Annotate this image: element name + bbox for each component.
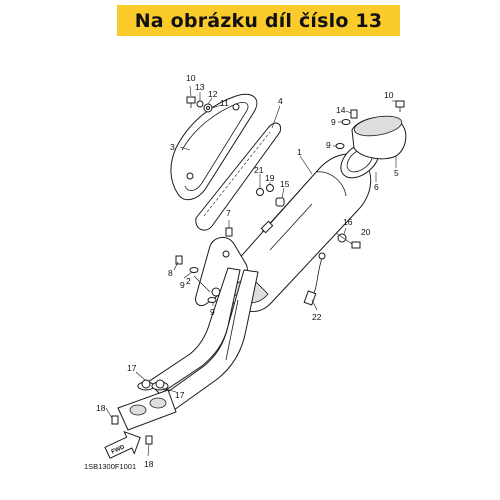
label-1: 1: [297, 147, 302, 157]
label-2: 2: [186, 276, 191, 286]
tail-cover[interactable]: [351, 113, 407, 160]
label-5: 5: [394, 168, 399, 178]
stud-18-left[interactable]: [111, 415, 119, 425]
muffler-bracket[interactable]: [195, 237, 248, 307]
label-9-lower: 9: [210, 307, 215, 317]
washer-19[interactable]: [266, 184, 274, 192]
label-17-right: 17: [175, 390, 185, 400]
stud-18-bottom[interactable]: [145, 435, 153, 445]
label-17-left: 17: [127, 363, 137, 373]
label-6: 6: [374, 182, 379, 192]
collar-13[interactable]: [196, 100, 204, 108]
label-9-upper: 9: [331, 117, 336, 127]
bolt-7[interactable]: [225, 227, 233, 237]
label-9-mid: 9: [326, 140, 331, 150]
label-20: 20: [361, 227, 371, 237]
gasket-17-left[interactable]: [141, 379, 151, 389]
drawing-code: 1SB1300F1001: [84, 462, 137, 471]
label-13: 13: [195, 82, 205, 92]
label-22: 22: [312, 312, 322, 322]
label-21: 21: [254, 165, 264, 175]
label-16: 16: [343, 217, 353, 227]
washer-9-left[interactable]: [189, 267, 199, 273]
bolt-10-top[interactable]: [186, 96, 196, 108]
damper-12[interactable]: [203, 103, 213, 113]
part-labels: 10 13 12 11 4 3 1 14 10 9 9 5 6 21 19 15…: [96, 73, 399, 469]
bolt-10-right[interactable]: [395, 100, 405, 112]
label-3: 3: [170, 142, 175, 152]
label-18-bottom: 18: [144, 459, 154, 469]
washer-9-mid[interactable]: [335, 143, 345, 149]
label-10-right: 10: [384, 90, 394, 100]
label-9-left: 9: [180, 280, 185, 290]
label-8: 8: [168, 268, 173, 278]
label-18-left: 18: [96, 403, 106, 413]
fwd-label: FWD: [111, 444, 127, 455]
bolt-8[interactable]: [175, 255, 183, 265]
label-19: 19: [265, 173, 275, 183]
leader-lines: [105, 85, 398, 457]
label-10: 10: [186, 73, 196, 83]
bolt-15[interactable]: [275, 197, 285, 207]
bolt-14[interactable]: [350, 109, 358, 119]
label-15: 15: [280, 179, 290, 189]
label-11: 11: [220, 98, 229, 108]
washer-9-upper[interactable]: [341, 119, 351, 125]
label-12: 12: [208, 89, 218, 99]
bolt-20[interactable]: [351, 241, 361, 249]
part-number-banner: Na obrázku díl číslo 13: [117, 5, 400, 36]
label-14: 14: [336, 105, 346, 115]
label-4: 4: [278, 96, 283, 106]
collar-21[interactable]: [256, 188, 264, 196]
gasket-17-right[interactable]: [155, 379, 165, 389]
washer-9-lower[interactable]: [207, 297, 217, 303]
heat-shield[interactable]: [170, 93, 258, 201]
shield-gasket[interactable]: [195, 122, 282, 231]
front-direction-icon: FWD: [104, 430, 141, 459]
label-7: 7: [226, 208, 231, 218]
